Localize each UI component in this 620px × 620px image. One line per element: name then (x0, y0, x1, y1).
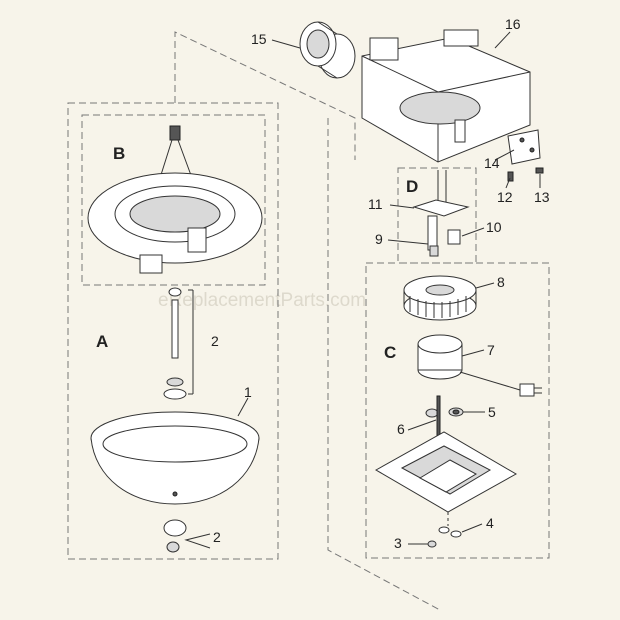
blower-wheel-drawing (403, 275, 477, 321)
callout-labels: 1 2 2 3 4 5 6 7 8 9 10 11 12 13 14 15 16 (211, 16, 550, 551)
section-frames (67, 31, 550, 611)
callout-2-rod: 2 (211, 333, 219, 349)
screws-12-13-drawing (507, 167, 544, 182)
duct-connector-drawing (299, 21, 356, 79)
section-label-b: B (113, 144, 125, 163)
callout-6: 6 (397, 421, 405, 437)
section-label-a: A (96, 332, 108, 351)
callout-16: 16 (505, 16, 521, 32)
leader-lines (237, 31, 541, 545)
washers-3-4-drawing (427, 526, 462, 548)
callout-15: 15 (251, 31, 267, 47)
callout-7: 7 (487, 342, 495, 358)
section-label-c: C (384, 343, 396, 362)
motor-plate-drawing (412, 170, 470, 257)
callout-11: 11 (368, 196, 383, 212)
callout-8: 8 (497, 274, 505, 290)
section-b-frame (81, 114, 266, 286)
finial-drawing (163, 519, 211, 553)
callout-12: 12 (497, 189, 513, 205)
callout-14: 14 (484, 155, 500, 171)
light-ring-drawing (87, 125, 263, 274)
housing-drawing (361, 29, 541, 165)
callout-4: 4 (486, 515, 494, 531)
motor-mount-hardware-drawing (425, 395, 464, 437)
callout-5: 5 (488, 404, 496, 420)
watermark: eReplacementParts.com (158, 290, 366, 311)
callout-2-finial: 2 (213, 529, 221, 545)
motor-drawing (417, 334, 542, 397)
link-dash-bottom (327, 118, 441, 611)
callout-13: 13 (534, 189, 550, 205)
section-c-frame (365, 262, 550, 559)
callout-1: 1 (244, 384, 252, 400)
hanger-rod-drawing (163, 287, 194, 400)
link-dash-top (174, 31, 356, 160)
section-a-frame (67, 102, 279, 560)
glass-dome-drawing (90, 411, 260, 505)
callout-3: 3 (394, 535, 402, 551)
mounting-plate-drawing (374, 431, 518, 526)
section-label-d: D (406, 177, 418, 196)
section-labels: B A D C (96, 144, 418, 362)
callout-10: 10 (486, 219, 502, 235)
callout-9: 9 (375, 231, 383, 247)
